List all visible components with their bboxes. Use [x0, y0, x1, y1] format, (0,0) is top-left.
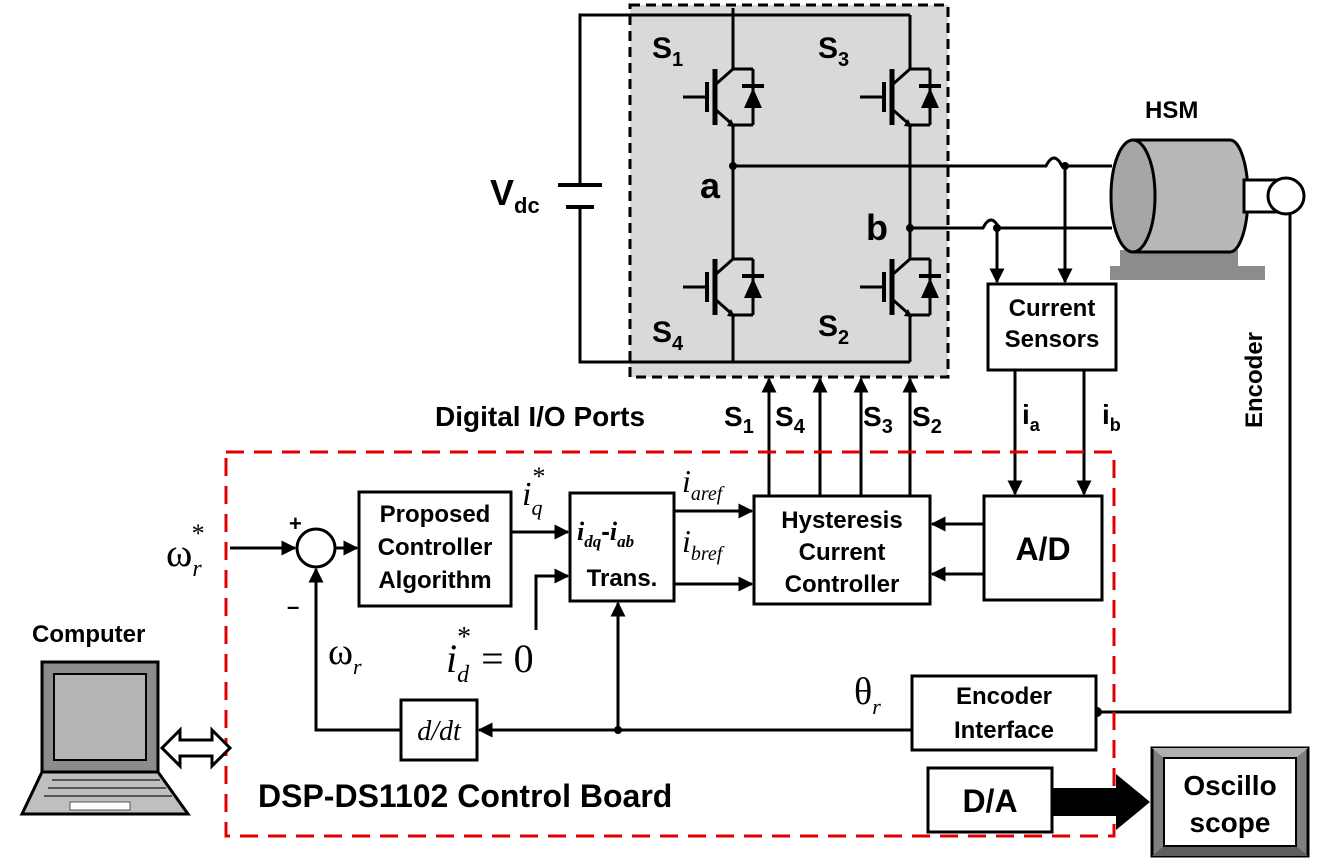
summer-minus: – [287, 594, 299, 619]
hysteresis-controller-block [752, 494, 932, 606]
port-label-s3: S3 [863, 401, 893, 438]
hysteresis-line1: Hysteresis [781, 507, 902, 534]
switch-label-s4: S4 [652, 316, 684, 355]
id-ref-label: id*= 0 [446, 622, 534, 688]
computer-link-arrow [159, 726, 233, 770]
oscilloscope-line1: Oscillo [1183, 770, 1276, 801]
oscilloscope [1150, 746, 1310, 858]
computer-laptop [19, 660, 191, 816]
controller-line3: Algorithm [378, 567, 491, 594]
motor-hsm [1109, 138, 1306, 280]
derivative-label: d/dt [417, 716, 462, 747]
current-sensors-line2: Sensors [1005, 326, 1100, 353]
adc-block [982, 494, 1104, 602]
dc-source [558, 13, 630, 364]
dq-ab-transform-block [568, 491, 676, 603]
vdc-label: Vdc [490, 172, 540, 218]
transform-line2: Trans. [587, 565, 658, 592]
port-label-s4: S4 [775, 401, 806, 438]
omega-ref-label: ωr* [166, 519, 205, 582]
summing-junction [295, 527, 337, 569]
iaref-label: iaref [682, 463, 725, 505]
port-label-s1: S1 [724, 401, 754, 438]
encoder-label: Encoder [1241, 332, 1268, 428]
dac-to-scope-arrow [1052, 774, 1150, 830]
proposed-controller-block [357, 490, 513, 608]
adc-label: A/D [1015, 531, 1070, 567]
ibref-label: ibref [682, 523, 725, 565]
hysteresis-line3: Controller [785, 571, 900, 598]
ib-label: ib [1102, 399, 1121, 435]
dac-label: D/A [962, 783, 1017, 819]
motor-label: HSM [1145, 97, 1198, 124]
dsp-board-boundary [224, 450, 1116, 838]
omega-r-label: ωr [328, 631, 362, 679]
encoder-interface-line1: Encoder [956, 683, 1052, 710]
controller-line1: Proposed [380, 501, 491, 528]
encoder-interface-line2: Interface [954, 717, 1054, 744]
switch-label-s1: S1 [652, 32, 683, 71]
digital-io-ports-label: Digital I/O Ports [435, 401, 645, 432]
switch-label-s2: S2 [818, 310, 849, 349]
node-a-label: a [700, 165, 721, 206]
ia-label: ia [1022, 399, 1041, 435]
current-sensors-block [986, 282, 1118, 372]
hysteresis-line2: Current [799, 539, 886, 566]
current-sensors-line1: Current [1009, 295, 1096, 322]
transform-line1: idq-iab [577, 516, 634, 551]
switch-label-s3: S3 [818, 32, 849, 71]
computer-label: Computer [32, 621, 145, 648]
iq-ref-label: iq* [522, 462, 545, 520]
theta-r-label: θr [854, 671, 881, 719]
summer-plus: + [289, 511, 302, 536]
controller-line2: Controller [378, 534, 493, 561]
node-b-label: b [866, 207, 888, 248]
port-label-s2: S2 [912, 401, 942, 438]
board-label: DSP-DS1102 Control Board [258, 778, 672, 814]
inverter-block [628, 3, 950, 379]
encoder-interface-block [910, 674, 1098, 752]
oscilloscope-line2: scope [1190, 807, 1271, 838]
